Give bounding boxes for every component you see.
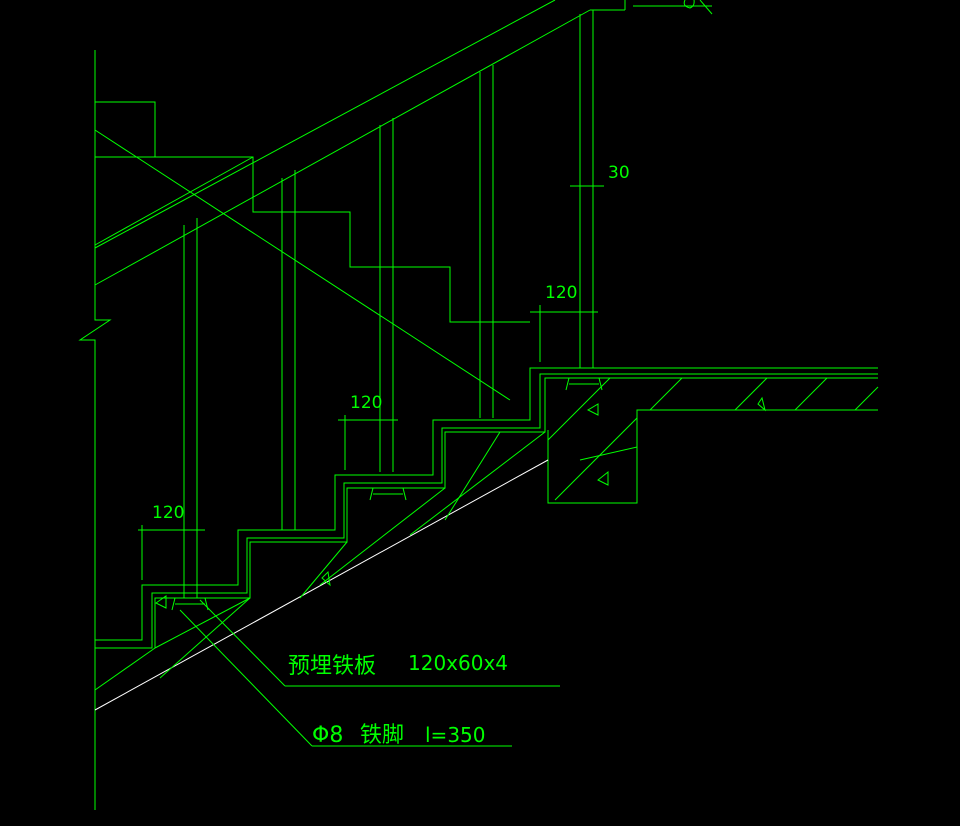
handrail (94, 0, 713, 286)
note-anchor-symbol: Φ8 (312, 723, 343, 748)
embedded-plates (171, 377, 603, 611)
dimension-lines (138, 185, 604, 580)
note-anchor-spec: l=350 (425, 723, 486, 747)
note-plate-name: 预埋铁板 (288, 654, 376, 679)
landing-slab (547, 377, 879, 504)
stair-steps (95, 367, 878, 649)
note-anchor-name: 铁脚 (360, 723, 404, 748)
leader-lines (179, 599, 560, 747)
stair-slab-soffit (94, 431, 549, 711)
balusters (183, 10, 594, 598)
dim-label-lower: 120 (152, 503, 184, 523)
dim-label-top: 30 (608, 163, 630, 183)
dim-label-upper: 120 (545, 283, 577, 303)
upper-flight-profile (94, 101, 530, 401)
dim-label-middle: 120 (350, 393, 382, 413)
note-plate-spec: 120x60x4 (408, 651, 508, 675)
left-wall (78, 50, 112, 810)
